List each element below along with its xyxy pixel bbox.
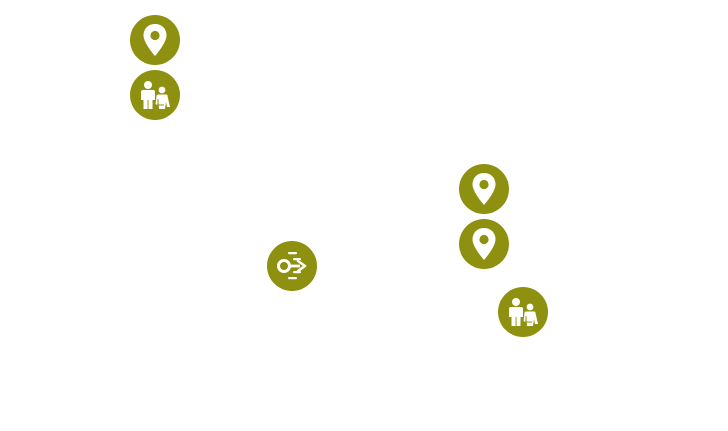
map-marker-location[interactable]: [459, 219, 509, 269]
location-pin-icon: [470, 227, 498, 261]
family-icon: [505, 297, 541, 327]
location-pin-icon: [141, 23, 169, 57]
map-marker-fast-key[interactable]: [267, 241, 317, 291]
family-icon: [137, 80, 173, 110]
fast-key-icon: [274, 249, 310, 283]
location-pin-icon: [470, 172, 498, 206]
map-marker-family[interactable]: [498, 287, 548, 337]
map-marker-location[interactable]: [459, 164, 509, 214]
map-marker-family[interactable]: [130, 70, 180, 120]
map-marker-location[interactable]: [130, 15, 180, 65]
